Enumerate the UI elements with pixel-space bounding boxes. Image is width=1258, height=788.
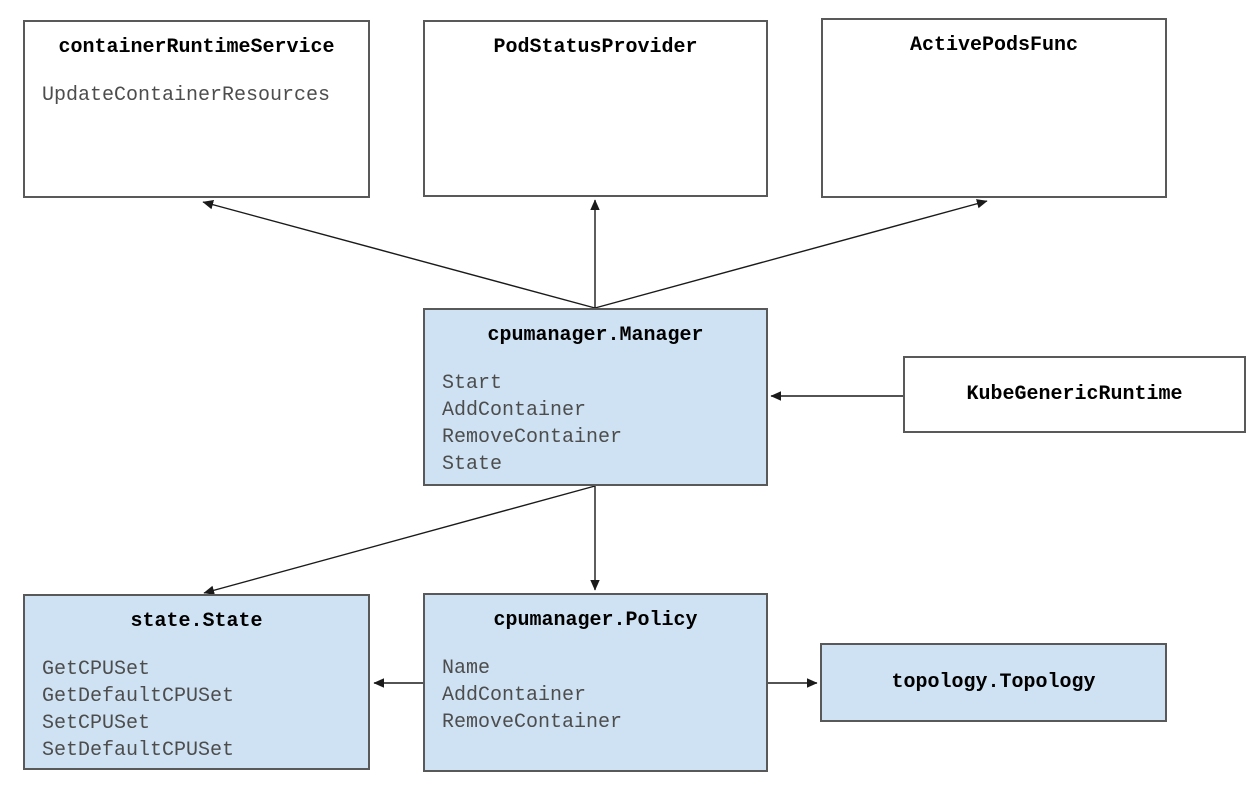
method-label: RemoveContainer bbox=[442, 426, 623, 449]
node-methods: Start AddContainer RemoveContainer State bbox=[442, 370, 622, 478]
node-title: topology.Topology bbox=[891, 670, 1096, 694]
method-label: SetCPUSet bbox=[42, 712, 151, 735]
method-label: State bbox=[442, 453, 503, 476]
node-title: PodStatusProvider bbox=[493, 36, 698, 59]
node-methods: GetCPUSet GetDefaultCPUSet SetCPUSet Set… bbox=[42, 656, 234, 764]
node-container-runtime-service: containerRuntimeService UpdateContainerR… bbox=[23, 20, 370, 198]
method-label: GetDefaultCPUSet bbox=[42, 685, 235, 708]
node-methods: Name AddContainer RemoveContainer bbox=[442, 655, 622, 736]
node-cpumanager-policy: cpumanager.Policy Name AddContainer Remo… bbox=[423, 593, 768, 772]
method-label: Start bbox=[442, 372, 503, 395]
node-title: ActivePodsFunc bbox=[909, 34, 1079, 57]
node-active-pods-func: ActivePodsFunc bbox=[821, 18, 1167, 198]
method-label: GetCPUSet bbox=[42, 658, 151, 681]
method-label: Name bbox=[442, 657, 491, 680]
node-pod-status-provider: PodStatusProvider bbox=[423, 20, 768, 197]
method-label: SetDefaultCPUSet bbox=[42, 739, 235, 762]
node-state-state: state.State GetCPUSet GetDefaultCPUSet S… bbox=[23, 594, 370, 770]
arrow-manager-to-container-runtime-service bbox=[202, 200, 596, 309]
node-title: state.State bbox=[130, 610, 263, 633]
arrow-manager-to-active-pods-func bbox=[594, 199, 988, 309]
node-title: cpumanager.Policy bbox=[493, 609, 698, 632]
node-kube-generic-runtime: KubeGenericRuntime bbox=[903, 356, 1246, 433]
node-title: containerRuntimeService bbox=[58, 36, 335, 59]
node-title: cpumanager.Manager bbox=[487, 324, 704, 347]
node-methods: UpdateContainerResources bbox=[42, 82, 330, 109]
method-label: UpdateContainerResources bbox=[42, 84, 331, 107]
node-topology-topology: topology.Topology bbox=[820, 643, 1167, 722]
node-cpumanager-manager: cpumanager.Manager Start AddContainer Re… bbox=[423, 308, 768, 486]
method-label: AddContainer bbox=[442, 684, 587, 707]
method-label: RemoveContainer bbox=[442, 711, 623, 734]
method-label: AddContainer bbox=[442, 399, 587, 422]
node-title: KubeGenericRuntime bbox=[966, 382, 1183, 406]
arrow-manager-to-state-state bbox=[203, 485, 596, 595]
